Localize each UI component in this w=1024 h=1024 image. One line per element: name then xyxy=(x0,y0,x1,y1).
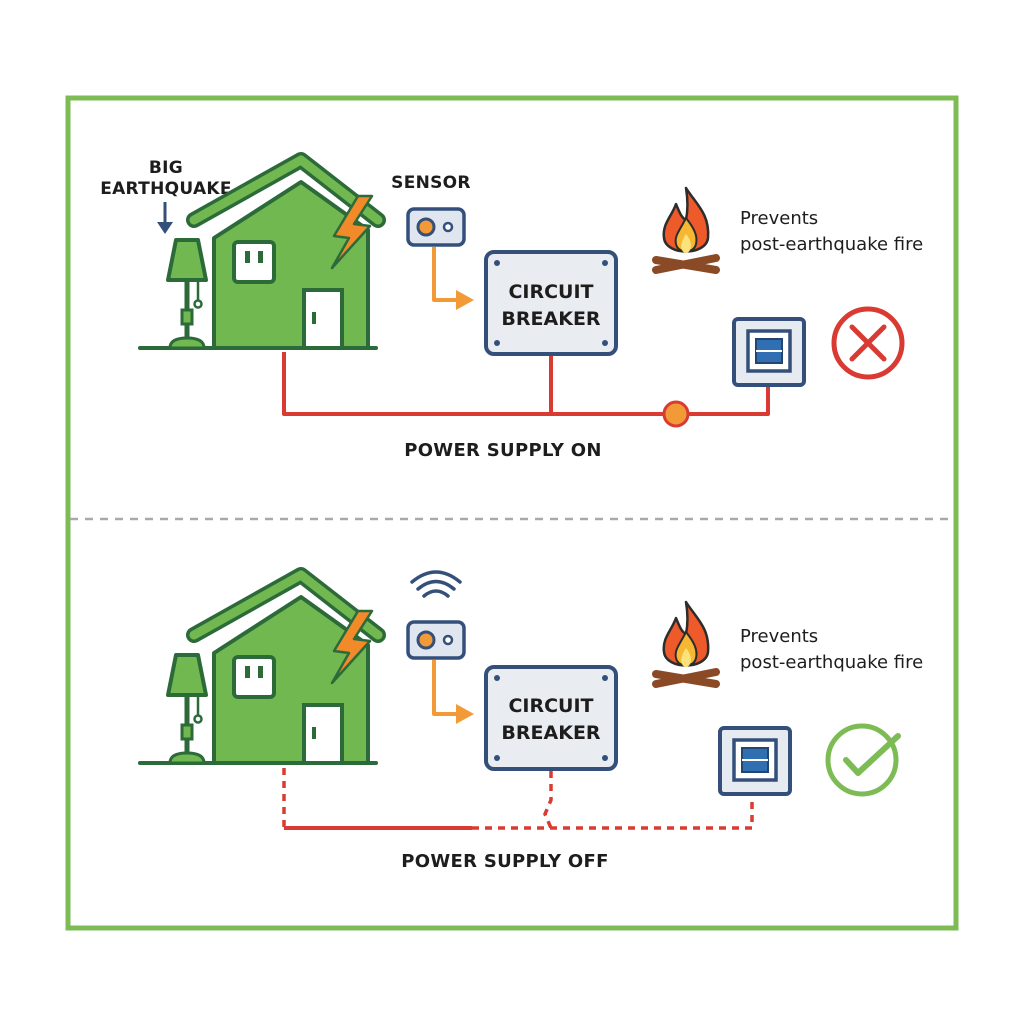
bottom-panel: CIRCUIT BREAKER Prevents post-earthquake… xyxy=(140,572,923,872)
circuit-breaker-label-line2: BREAKER xyxy=(501,722,600,744)
arrow-head-icon xyxy=(456,704,474,724)
sensor-label: SENSOR xyxy=(391,173,471,193)
power-wire-on xyxy=(282,352,770,416)
note-line1: Prevents xyxy=(740,626,818,647)
fire-icon xyxy=(656,188,716,270)
annotation-big: BIG xyxy=(149,158,183,178)
annotation-earthquake: EARTHQUAKE xyxy=(100,179,232,199)
sensor-icon xyxy=(406,620,466,660)
note-line2: post-earthquake fire xyxy=(740,234,923,255)
arrow-head-icon xyxy=(456,290,474,310)
power-wire-off xyxy=(282,768,754,830)
sensor-arrow xyxy=(432,660,458,716)
wall-switch-icon xyxy=(718,726,792,796)
wall-switch-icon xyxy=(732,317,806,387)
sensor-arrow xyxy=(432,247,458,302)
down-arrow-icon xyxy=(157,202,173,234)
check-circle-icon xyxy=(825,723,901,797)
circuit-breaker-label-line1: CIRCUIT xyxy=(508,281,593,303)
power-status-off: POWER SUPPLY OFF xyxy=(401,851,608,872)
circuit-breaker-label-line2: BREAKER xyxy=(501,308,600,330)
fire-icon xyxy=(656,602,716,684)
power-status-on: POWER SUPPLY ON xyxy=(404,440,602,461)
wifi-signal-icon xyxy=(410,570,462,598)
circuit-breaker-label-line1: CIRCUIT xyxy=(508,695,593,717)
sensor-icon xyxy=(406,207,466,247)
note-line1: Prevents xyxy=(740,208,818,229)
top-panel: BIG EARTHQUAKE SENSOR CIRCUIT BREAKER Pr… xyxy=(100,158,923,461)
note-line2: post-earthquake fire xyxy=(740,652,923,673)
cross-circle-icon xyxy=(831,306,905,380)
house-icon xyxy=(140,575,378,763)
outer-frame xyxy=(65,95,959,931)
circuit-breaker-box xyxy=(484,665,618,771)
wire-junction-node xyxy=(662,400,690,428)
circuit-breaker-box xyxy=(484,250,618,356)
